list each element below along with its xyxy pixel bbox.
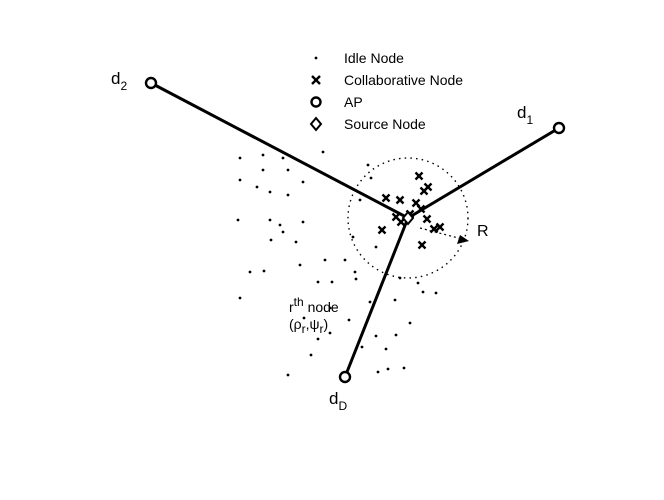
legend-collaborative-marker xyxy=(311,75,321,85)
links xyxy=(150,81,560,378)
collaborative-node xyxy=(435,222,445,232)
idle-node xyxy=(268,190,272,194)
radius-label: R xyxy=(477,223,489,240)
collaborative-node xyxy=(422,214,432,224)
link-to-d2 xyxy=(150,81,409,220)
idle-node xyxy=(393,298,397,302)
idle-node xyxy=(316,280,320,284)
idle-node xyxy=(366,163,370,167)
idle-node xyxy=(281,156,285,160)
idle-node xyxy=(248,270,252,274)
idle-node xyxy=(281,230,285,234)
idle-node xyxy=(328,306,332,310)
idle-nodes xyxy=(236,150,438,377)
idle-node xyxy=(236,218,240,222)
idle-node xyxy=(316,337,320,341)
idle-node xyxy=(261,153,265,157)
idle-node xyxy=(384,347,388,351)
idle-node xyxy=(369,176,373,180)
rth-node-coordinates: (ρr,ψr) xyxy=(289,316,328,336)
idle-node xyxy=(238,156,242,160)
idle-node xyxy=(261,168,265,172)
idle-node xyxy=(255,185,259,189)
idle-node xyxy=(269,238,273,242)
collaborative-node xyxy=(395,195,405,205)
idle-node xyxy=(368,300,372,304)
idle-node xyxy=(301,220,305,224)
idle-node xyxy=(238,178,242,182)
collaborative-nodes xyxy=(377,171,445,250)
idle-node xyxy=(286,168,290,172)
collaborative-node xyxy=(381,193,391,203)
idle-node xyxy=(351,235,355,239)
idle-node xyxy=(408,321,412,325)
idle-node xyxy=(347,318,351,322)
ap-d1-label: d1 xyxy=(517,103,533,127)
legend-source-label: Source Node xyxy=(344,116,426,132)
idle-node xyxy=(421,290,425,294)
idle-node xyxy=(416,281,420,285)
idle-node xyxy=(286,193,290,197)
idle-node xyxy=(374,245,378,249)
idle-node xyxy=(321,150,325,154)
rth-node-label: rth node xyxy=(289,295,339,315)
idle-node xyxy=(343,258,347,262)
ap-d1-marker xyxy=(552,121,566,135)
link-to-d1 xyxy=(407,126,560,220)
ap-d2-marker xyxy=(144,76,158,90)
idle-node xyxy=(262,269,266,273)
radius-arrow-head xyxy=(457,235,469,244)
idle-node xyxy=(286,373,290,377)
idle-node xyxy=(330,280,334,284)
idle-node xyxy=(358,198,362,202)
legend-source-marker xyxy=(309,116,323,132)
idle-node xyxy=(238,296,242,300)
idle-node xyxy=(268,218,272,222)
idle-node xyxy=(354,277,358,281)
legend-ap-label: AP xyxy=(344,94,363,110)
source-node-marker xyxy=(401,210,415,226)
collaborative-node xyxy=(416,204,426,214)
idle-node xyxy=(402,366,406,370)
idle-node xyxy=(323,258,327,262)
ap-d2-label: d2 xyxy=(111,69,127,93)
idle-node xyxy=(328,331,332,335)
idle-node xyxy=(386,367,390,371)
idle-node xyxy=(302,316,306,320)
ap-dD-marker xyxy=(338,370,352,384)
collaborative-node xyxy=(377,225,387,235)
legend-ap-marker xyxy=(310,96,322,108)
collaboration-radius-circle xyxy=(347,157,469,279)
legend-idle-marker xyxy=(314,56,318,60)
idle-node xyxy=(398,276,402,280)
idle-node xyxy=(376,370,380,374)
idle-node xyxy=(298,263,302,267)
idle-node xyxy=(294,240,298,244)
collaborative-node xyxy=(429,224,439,234)
idle-node xyxy=(434,291,438,295)
idle-node xyxy=(278,223,282,227)
collaborative-node xyxy=(414,171,424,181)
legend-collaborative-label: Collaborative Node xyxy=(344,72,463,88)
legend: Idle Node Collaborative Node AP Source N… xyxy=(309,50,463,132)
idle-node xyxy=(301,180,305,184)
legend-idle-label: Idle Node xyxy=(344,50,404,66)
ap-dD-label: dD xyxy=(329,389,347,413)
collaborative-node xyxy=(419,186,429,196)
idle-node xyxy=(309,353,313,357)
collaborative-node xyxy=(417,240,427,250)
idle-node xyxy=(360,345,364,349)
idle-node xyxy=(353,270,357,274)
idle-node xyxy=(374,334,378,338)
link-to-dD xyxy=(343,217,410,378)
idle-node xyxy=(394,333,398,337)
